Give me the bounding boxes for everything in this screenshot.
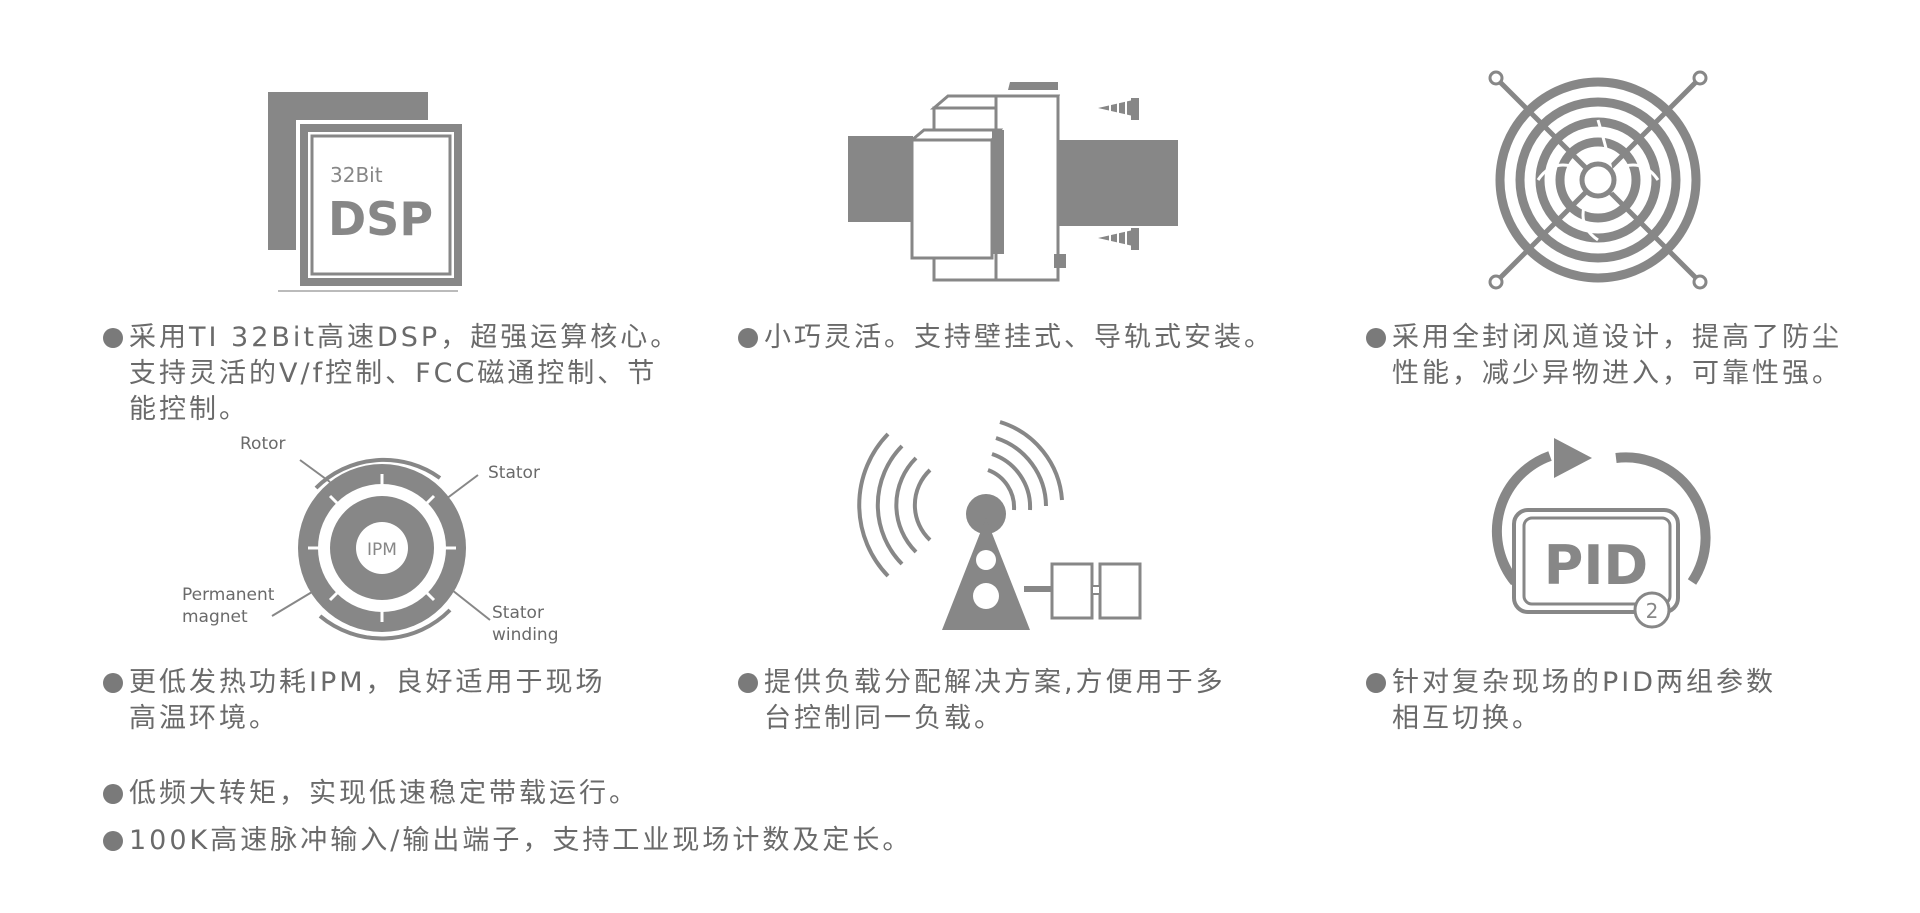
dsp-big-text: DSP <box>328 192 433 246</box>
bullet-icon <box>738 673 758 693</box>
rotor-label: Rotor <box>240 434 286 454</box>
feature-pulse: 100K高速脉冲输入/输出端子，支持工业现场计数及定长。 <box>103 823 912 859</box>
feature-sealed: 采用全封闭风道设计，提高了防尘 性能，减少异物进入，可靠性强。 <box>1366 320 1842 392</box>
feature-compact: 小巧灵活。支持壁挂式、导轨式安装。 <box>738 320 1274 356</box>
feature-dsp-line-3: 能控制。 <box>129 394 249 425</box>
feature-ipm-line-2: 高温环境。 <box>129 703 279 734</box>
stator-label: Stator <box>488 463 540 483</box>
feature-dsp-line-2: 支持灵活的V/f控制、FCC磁通控制、节 <box>129 358 658 389</box>
feature-ipm: 更低发热功耗IPM，良好适用于现场 高温环境。 <box>103 665 606 737</box>
stator-winding-label-1: Stator <box>492 603 544 623</box>
permanent-magnet-label-1: Permanent <box>182 585 275 605</box>
permanent-magnet-label-2: magnet <box>182 607 248 627</box>
feature-sealed-line-1: 采用全封闭风道设计，提高了防尘 <box>1392 322 1842 353</box>
feature-torque: 低频大转矩，实现低速稳定带载运行。 <box>103 776 639 812</box>
feature-pulse-line-1: 100K高速脉冲输入/输出端子，支持工业现场计数及定长。 <box>129 825 913 856</box>
signal-tower-icon <box>857 420 1152 640</box>
feature-pid: 针对复杂现场的PID两组参数 相互切换。 <box>1366 665 1776 737</box>
feature-dsp: 采用TI 32Bit高速DSP，超强运算核心。 支持灵活的V/f控制、FCC磁通… <box>103 320 680 428</box>
dsp-chip-icon: 32Bit DSP <box>268 92 478 292</box>
stator-winding-label-2: winding <box>492 625 558 645</box>
feature-load-line-2: 台控制同一负载。 <box>764 703 1004 734</box>
feature-ipm-line-1: 更低发热功耗IPM，良好适用于现场 <box>129 667 606 698</box>
dsp-small-text: 32Bit <box>330 163 383 187</box>
bullet-icon <box>1366 673 1386 693</box>
feature-pid-line-2: 相互切换。 <box>1392 703 1542 734</box>
ipm-motor-icon: IPM Rotor Stator Permanent magnet Stator… <box>180 430 580 650</box>
fan-guard-icon <box>1488 70 1708 290</box>
feature-dsp-line-1: 采用TI 32Bit高速DSP，超强运算核心。 <box>129 322 681 353</box>
ipm-center-label: IPM <box>367 540 397 560</box>
feature-torque-line-1: 低频大转矩，实现低速稳定带载运行。 <box>129 778 639 809</box>
pid-text: PID <box>1544 534 1649 597</box>
feature-sealed-line-2: 性能，减少异物进入，可靠性强。 <box>1392 358 1842 389</box>
bullet-icon <box>738 328 758 348</box>
bullet-icon <box>103 831 123 851</box>
bullet-icon <box>103 328 123 348</box>
bullet-icon <box>1366 328 1386 348</box>
feature-pid-line-1: 针对复杂现场的PID两组参数 <box>1392 667 1777 698</box>
feature-compact-line-1: 小巧灵活。支持壁挂式、导轨式安装。 <box>764 322 1274 353</box>
pid-badge-text: 2 <box>1646 599 1659 623</box>
feature-load-line-1: 提供负载分配解决方案,方便用于多 <box>764 667 1226 698</box>
bullet-icon <box>103 784 123 804</box>
pid-switch-icon: PID 2 <box>1460 432 1730 632</box>
feature-load: 提供负载分配解决方案,方便用于多 台控制同一负载。 <box>738 665 1226 737</box>
bullet-icon <box>103 673 123 693</box>
rail-mount-device-icon <box>848 78 1178 288</box>
